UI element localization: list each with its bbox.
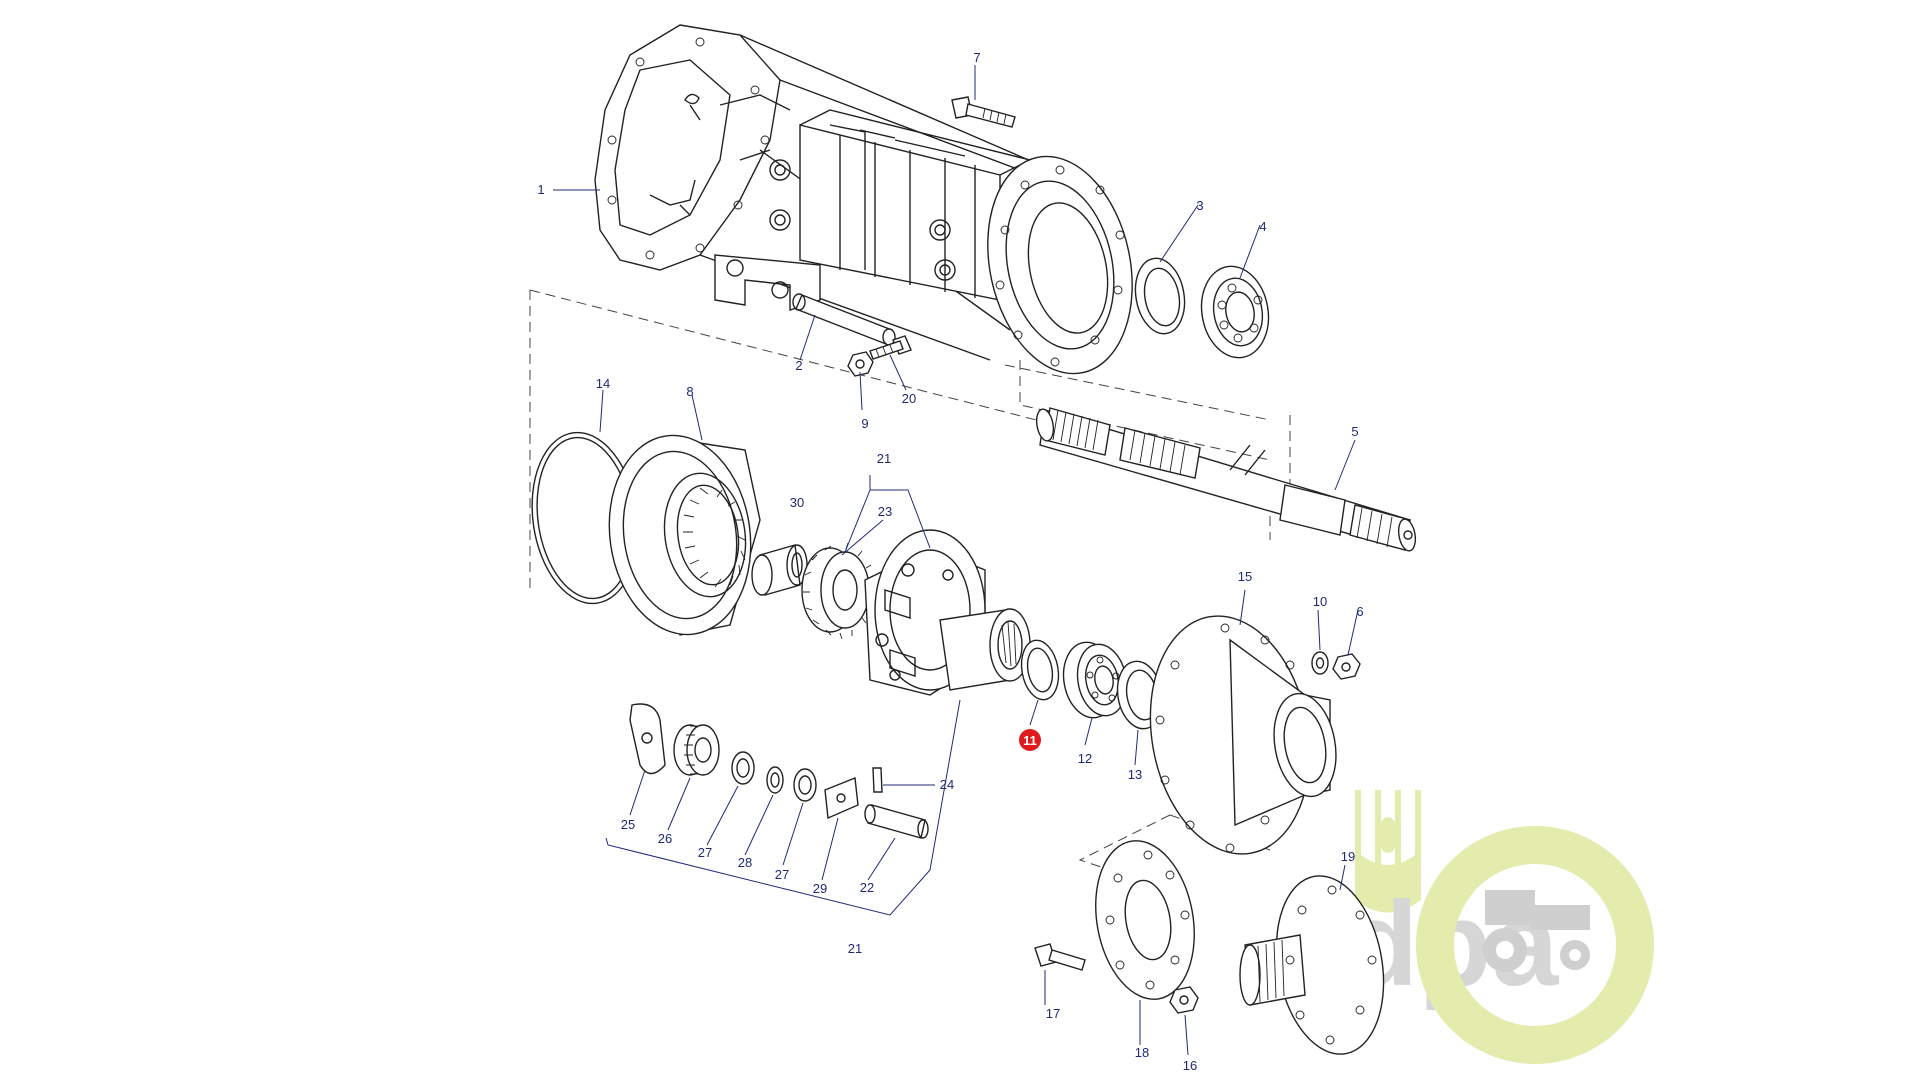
part-27-needle-bearing-a: [731, 751, 755, 785]
part-7-bolt: [951, 96, 1016, 128]
callout-23: 23: [878, 504, 892, 519]
callout-11-highlighted: 11: [1019, 729, 1041, 751]
callout-30: 30: [790, 495, 804, 510]
part-23-gear: [801, 542, 876, 640]
callout-21-bottom: 21: [848, 941, 862, 956]
part-17-stud: [1034, 943, 1086, 971]
callout-15: 15: [1238, 569, 1252, 584]
callout-26: 26: [658, 831, 672, 846]
callout-11: 11: [1023, 733, 1037, 748]
callout-27-a: 27: [698, 845, 712, 860]
callout-27-b: 27: [775, 867, 789, 882]
part-20-bolt: [869, 335, 912, 360]
part-6-nut: [1332, 653, 1361, 680]
part-12-bearing: [1062, 641, 1128, 719]
part-29-thrust-washer: [824, 777, 859, 820]
part-22-planet-shaft: [864, 804, 929, 839]
leader-lines: [553, 65, 1359, 1056]
part-11-snap-ring: [1020, 639, 1060, 701]
part-1-axle-housing: [594, 24, 1133, 375]
part-27-needle-bearing-b: [793, 768, 817, 802]
callout-19: 19: [1341, 849, 1355, 864]
part-30-bushing: [751, 544, 808, 596]
part-10-washer: [1311, 651, 1329, 675]
callout-13: 13: [1128, 767, 1142, 782]
callout-5: 5: [1351, 424, 1358, 439]
part-8-drum: [608, 434, 761, 636]
part-4-bearing: [1200, 265, 1270, 359]
callout-22: 22: [860, 880, 874, 895]
callout-24: 24: [940, 777, 954, 792]
part-3-seal-ring: [1134, 257, 1186, 335]
callout-7: 7: [973, 50, 980, 65]
callout-10: 10: [1313, 594, 1327, 609]
callout-numbers: 1 2 3 4 5 6 7 8 9 10 11 12 13 14 15 16 1…: [537, 50, 1363, 1073]
callout-20: 20: [902, 391, 916, 406]
callout-8: 8: [686, 384, 693, 399]
callout-29: 29: [813, 881, 827, 896]
part-21-diff-case: [864, 529, 1031, 696]
callout-3: 3: [1196, 198, 1203, 213]
part-19-axle-flange: [1239, 875, 1385, 1055]
callout-16: 16: [1183, 1058, 1197, 1073]
part-26-planet-gear: [673, 724, 720, 776]
part-16-nut: [1169, 986, 1199, 1014]
callout-2: 2: [795, 358, 802, 373]
callout-14: 14: [596, 376, 610, 391]
part-5-shaft: [1035, 407, 1417, 552]
callout-25: 25: [621, 817, 635, 832]
callout-4: 4: [1259, 219, 1266, 234]
part-25-shim: [629, 703, 666, 775]
part-15-hub-housing: [1149, 615, 1337, 855]
callout-1: 1: [537, 182, 544, 197]
wheat-icon: [1355, 790, 1421, 913]
callout-12: 12: [1078, 751, 1092, 766]
callout-28: 28: [738, 855, 752, 870]
dpa-watermark: dpa: [1345, 790, 1654, 1064]
callout-21-top: 21: [877, 451, 891, 466]
tractor-gear-icon: [1416, 826, 1654, 1064]
callout-18: 18: [1135, 1045, 1149, 1060]
part-28-spacer: [766, 766, 784, 794]
callout-6: 6: [1356, 604, 1363, 619]
part-2-pin: [792, 293, 896, 346]
part-24-roll-pin: [872, 767, 883, 793]
part-9-nut: [847, 351, 874, 377]
callout-17: 17: [1046, 1006, 1060, 1021]
part-18-flange-plate: [1095, 840, 1195, 1000]
callout-9: 9: [861, 416, 868, 431]
